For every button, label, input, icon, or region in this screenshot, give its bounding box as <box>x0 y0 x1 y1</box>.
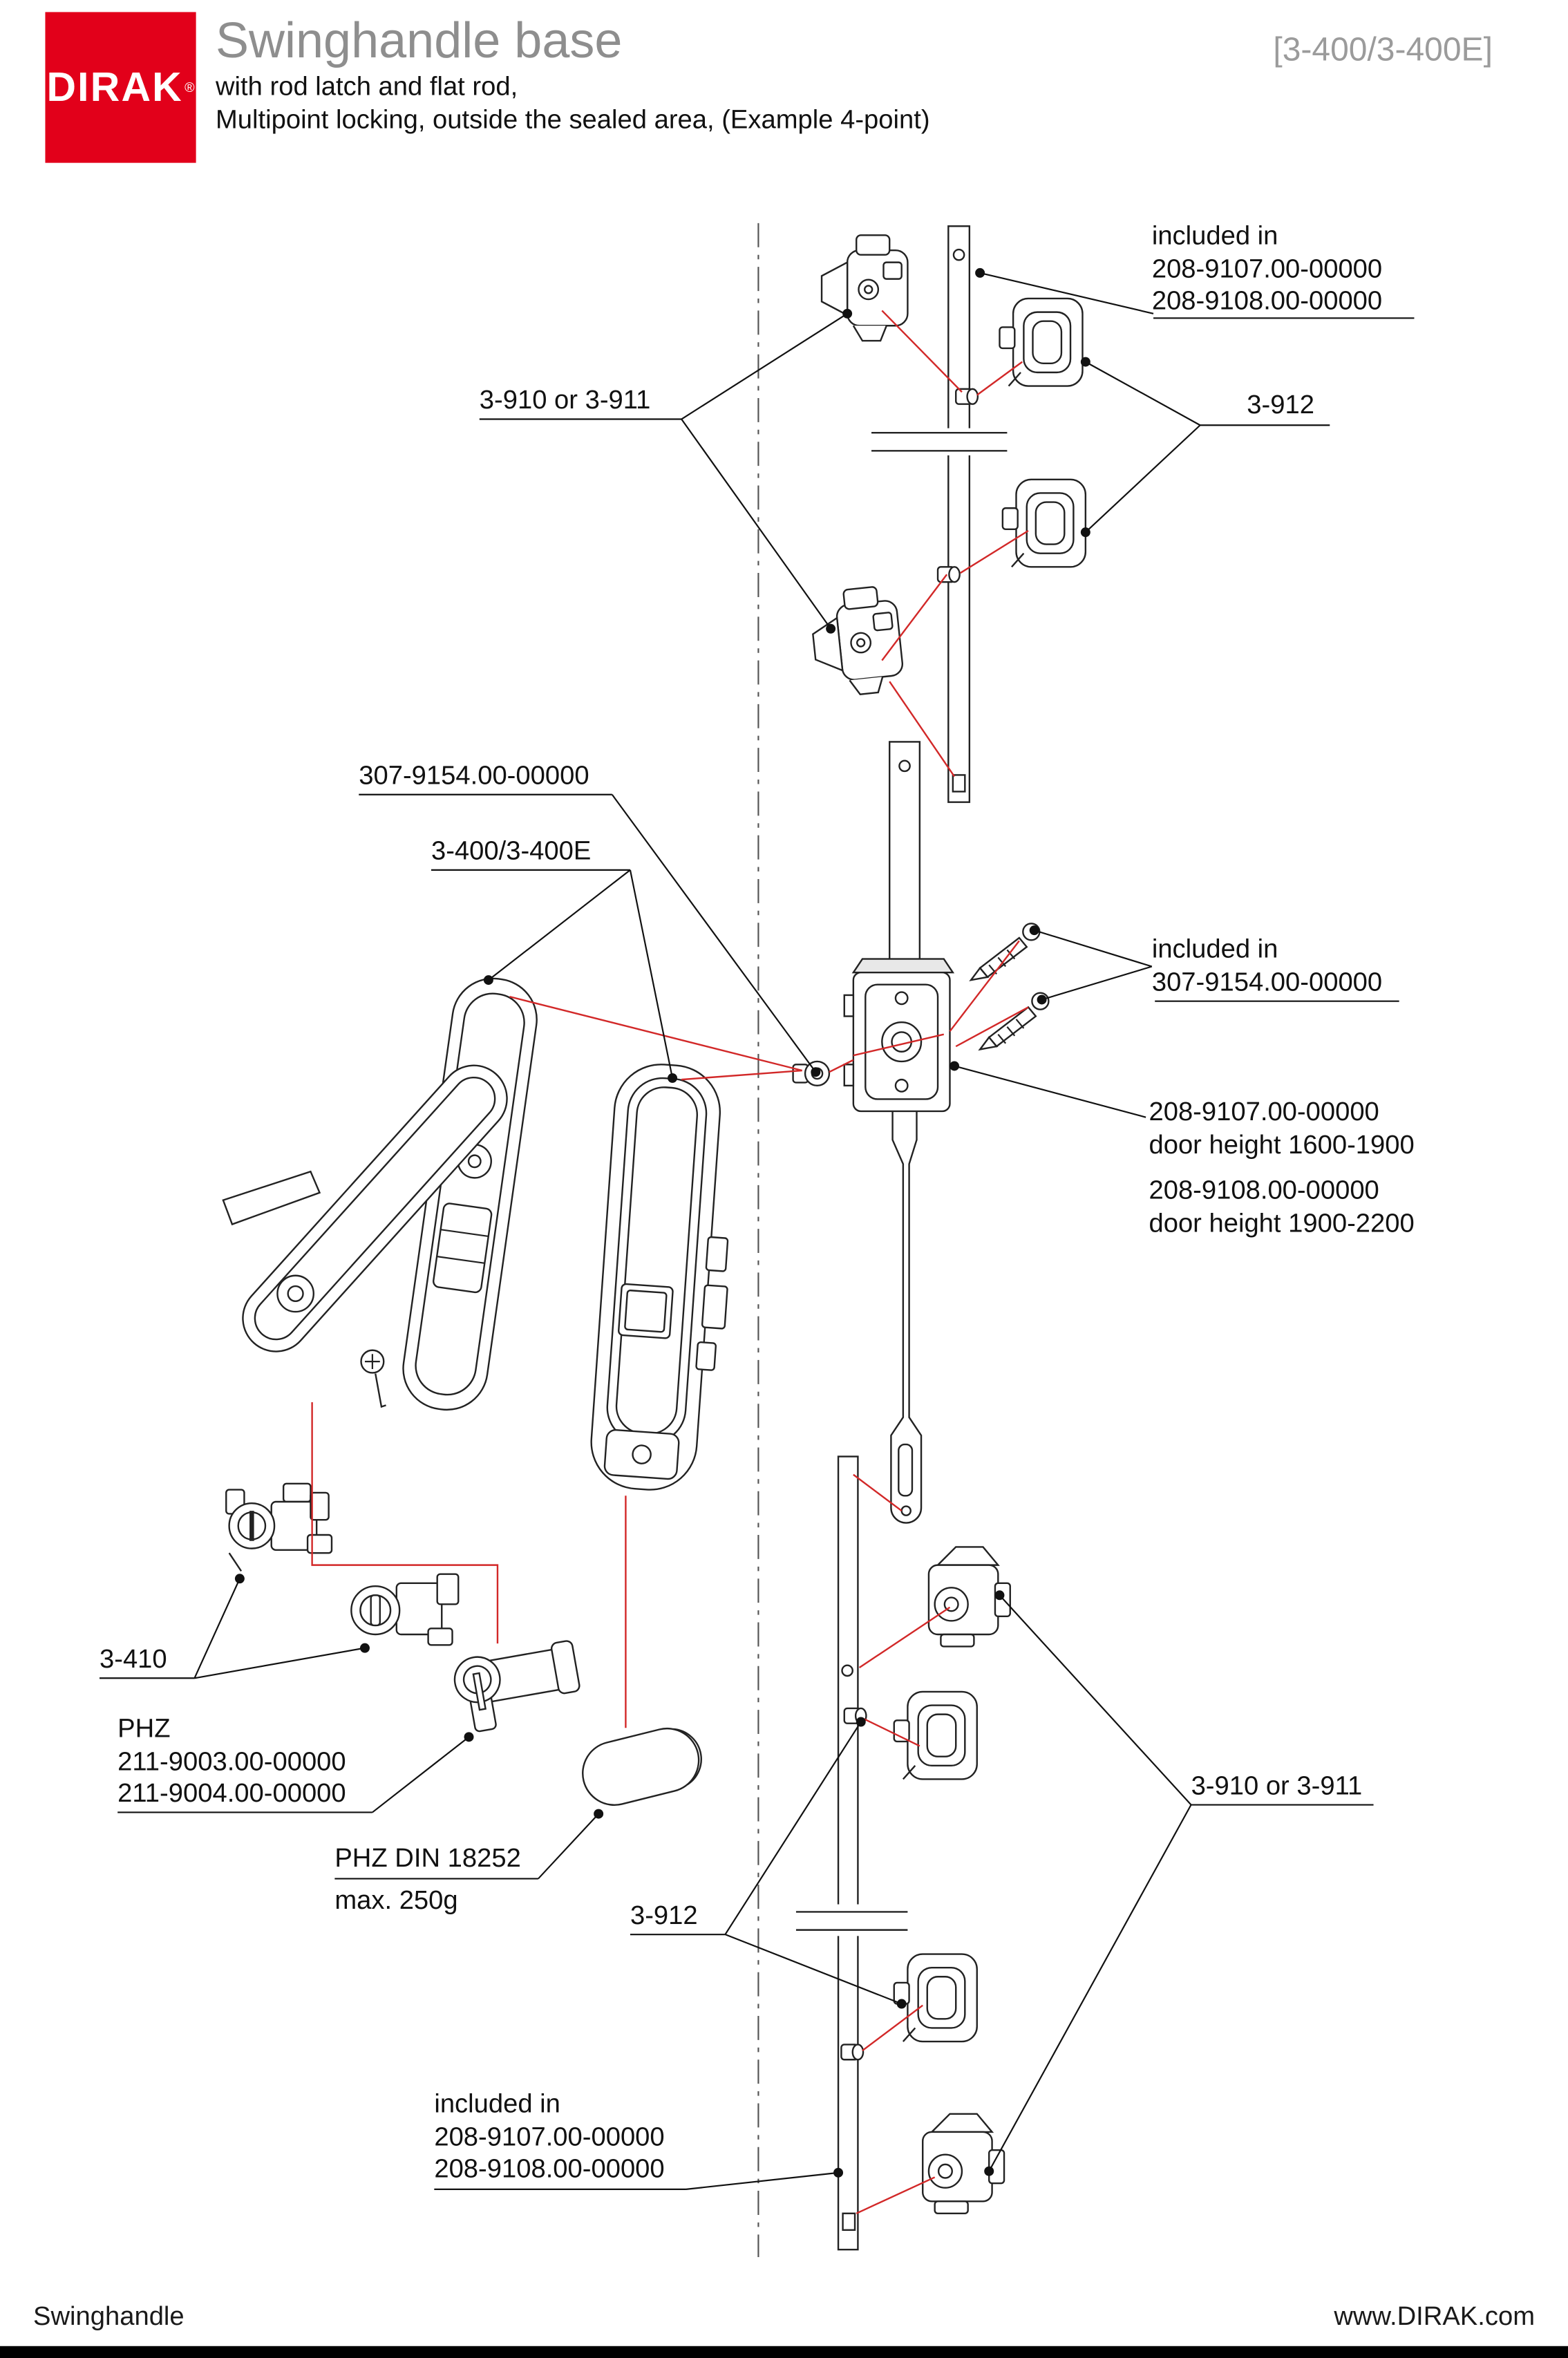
top-flat-rod <box>871 225 1008 803</box>
phz-cylinder <box>453 1640 580 1733</box>
hinge-flap <box>222 1170 321 1226</box>
phz-din-cylinder <box>582 1727 702 1806</box>
label-right-included: included in 307-9154.00-00000 <box>1152 933 1382 998</box>
rod-break-mark <box>871 431 1008 452</box>
label-line: 208-9107.00-00000 <box>434 2120 665 2151</box>
dirak-logo: DIRAK® <box>45 12 196 163</box>
label-line: 307-9154.00-00000 <box>1151 965 1383 997</box>
rod-latch-top-1 <box>820 234 909 342</box>
label-line: 211-9003.00-00000 <box>117 1745 346 1775</box>
page-title: Swinghandle base <box>215 12 623 68</box>
label-bottom-guide: 3-912 <box>630 1899 698 1930</box>
title-block: Swinghandle base with rod latch and flat… <box>216 12 930 135</box>
leader-dots <box>234 267 1090 2178</box>
label-phz-din-2: max. 250g <box>334 1885 458 1915</box>
label-phz-din-1: PHZ DIN 18252 <box>334 1842 521 1873</box>
label-bottom-rod-latch: 3-910 or 3-911 <box>1191 1770 1363 1800</box>
rod-guide-bottom-1 <box>893 1690 978 1780</box>
label-line: included in <box>1151 220 1278 251</box>
label-insert: 3-410 <box>99 1643 167 1674</box>
label-line: 208-9108.00-00000 <box>434 2153 665 2184</box>
rod-break-mark <box>795 1911 908 1931</box>
swinghandle-closed <box>590 1064 729 1491</box>
footer-website: www.DIRAK.com <box>1334 2301 1536 2331</box>
label-phz: PHZ 211-9003.00-00000 211-9004.00-00000 <box>117 1713 346 1810</box>
model-code: [3-400/3-400E] <box>1273 30 1493 68</box>
label-line: included in <box>434 2088 560 2119</box>
middle-flat-rod <box>889 741 923 1524</box>
dirak-logo-text: DIRAK <box>46 64 183 110</box>
label-rod-1900: 208-9108.00-00000 door height 1900-2200 <box>1149 1175 1414 1240</box>
footer-product-name: Swinghandle <box>32 2301 185 2331</box>
label-line: door height 1600-1900 <box>1149 1129 1415 1159</box>
screw-1 <box>969 923 1041 981</box>
rod-latch-top-2 <box>807 583 907 700</box>
rivet-pin-2 <box>936 566 961 583</box>
label-handle-model: 3-400/3-400E <box>431 835 592 866</box>
label-line: 208-9108.00-00000 <box>1151 285 1383 315</box>
rod-guide-bottom-2 <box>893 1953 978 2043</box>
label-rod-1600: 208-9107.00-00000 door height 1600-1900 <box>1149 1096 1414 1161</box>
insert-double-bit-a <box>225 1482 333 1572</box>
rod-latch-bottom-2 <box>922 2113 1005 2214</box>
lock-case <box>843 958 955 1113</box>
label-line: 208-9108.00-00000 <box>1149 1174 1379 1205</box>
label-bottom-included: included in 208-9107.00-00000 208-9108.0… <box>434 2088 664 2186</box>
subtitle-line-2: Multipoint locking, outside the sealed a… <box>215 104 930 135</box>
label-line: door height 1900-2200 <box>1149 1207 1415 1238</box>
label-line: included in <box>1151 933 1278 964</box>
label-line: 211-9004.00-00000 <box>117 1777 346 1808</box>
leader-lines <box>99 272 1415 2190</box>
rivet-pin-1 <box>955 388 979 405</box>
insert-double-bit-b <box>350 1573 460 1646</box>
bottom-flat-rod <box>795 1455 908 2251</box>
label-top-guide: 3-912 <box>1247 388 1314 419</box>
label-line: 208-9107.00-00000 <box>1149 1096 1379 1126</box>
swinghandle-open <box>222 977 538 1411</box>
red-connection-lines <box>311 310 1029 2214</box>
label-adapter: 307-9154.00-00000 <box>359 760 589 791</box>
label-top-included: included in 208-9107.00-00000 208-9108.0… <box>1152 220 1382 318</box>
subtitle-line-1: with rod latch and flat rod, <box>215 70 518 102</box>
bottom-bar <box>0 2346 1568 2358</box>
rod-guide-top-1 <box>999 297 1084 387</box>
label-line: PHZ <box>117 1713 171 1744</box>
label-line: 208-9107.00-00000 <box>1151 252 1383 283</box>
registered-mark: ® <box>185 79 195 95</box>
label-top-rod-latch: 3-910 or 3-911 <box>479 384 651 415</box>
rod-guide-top-2 <box>1001 478 1087 568</box>
rivet-pin-4 <box>840 2044 865 2061</box>
